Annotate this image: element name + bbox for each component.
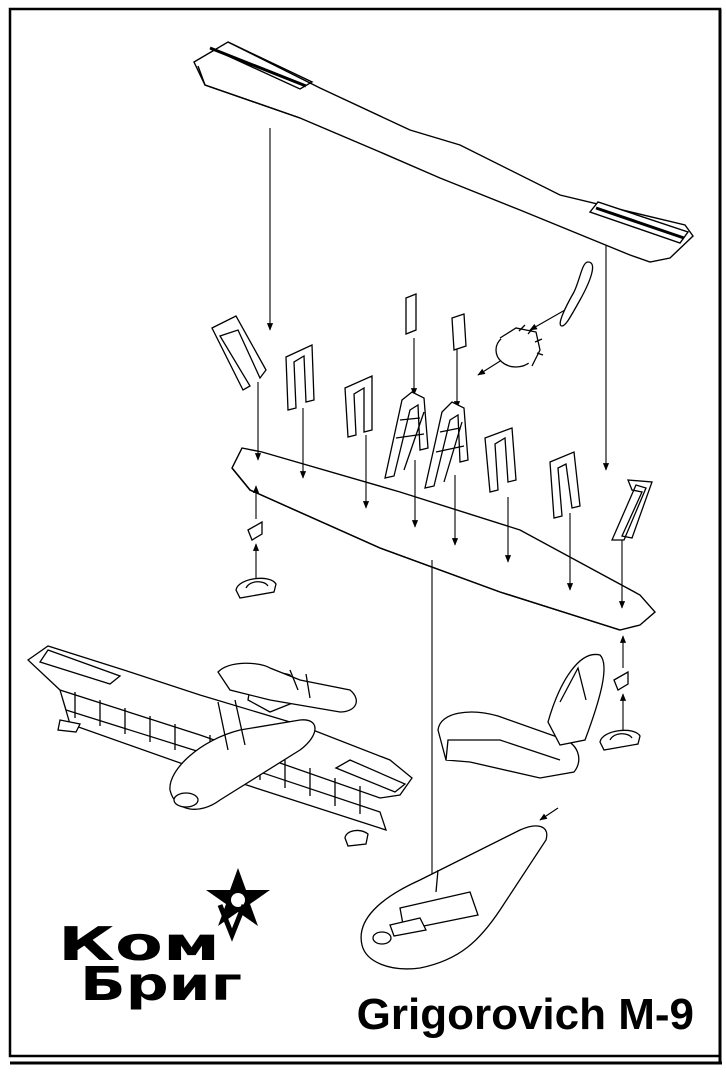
propeller-part [559, 261, 594, 327]
lower-wing-part [231, 447, 656, 631]
hull-part [360, 825, 548, 970]
page-title: Grigorovich M-9 [356, 990, 694, 1039]
upper-wing-part [193, 41, 694, 263]
float-bracket-right [599, 670, 641, 751]
assembled-aircraft [26, 645, 413, 847]
cabane-strut-parts [384, 391, 469, 489]
float-bracket-left [235, 520, 277, 599]
logo-line2: Бриг [80, 957, 242, 1011]
engine-part [495, 324, 544, 368]
block-parts [405, 293, 467, 351]
tail-assembly-part [437, 653, 605, 779]
strut-parts [211, 315, 653, 541]
page-frame [8, 7, 722, 1065]
logo-line1: Ком [58, 917, 220, 971]
kombrig-logo: Ком Бриг [58, 868, 270, 1011]
